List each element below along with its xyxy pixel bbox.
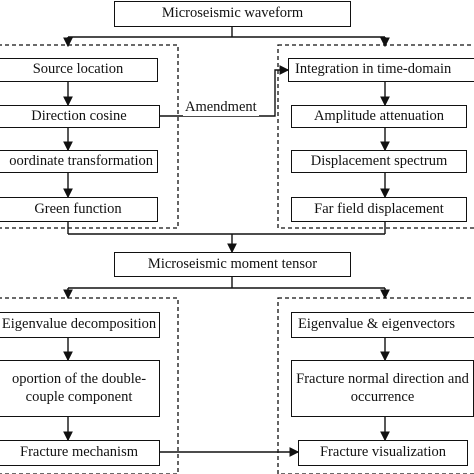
fracture-visualization-box: Fracture visualization [298,440,468,466]
fracture-normal-direction-box: Fracture normal direction and occurrence [291,360,474,417]
coordinate-transformation-box: oordinate transformation [0,150,158,173]
microseismic-waveform-box: Microseismic waveform [114,1,351,27]
moment-tensor-box: Microseismic moment tensor [114,252,351,277]
displacement-spectrum-box: Displacement spectrum [291,150,467,173]
amplitude-attenuation-box: Amplitude attenuation [291,105,467,128]
amendment-label: Amendment [183,99,259,116]
integration-box: Integration in time-domain [288,58,474,82]
eigenvalue-decomposition-box: Eigenvalue decomposition [0,312,160,338]
bottom-right-group-border [277,297,474,474]
green-function-box: Green function [0,197,158,222]
bottom-left-group-border [0,297,179,474]
right-group-border [277,44,474,229]
fracture-mechanism-box: Fracture mechanism [0,440,160,466]
source-location-box: Source location [0,58,158,82]
far-field-displacement-box: Far field displacement [291,197,467,222]
direction-cosine-box: Direction cosine [0,105,160,128]
proportion-double-couple-box: oportion of the double-couple component [0,360,160,417]
eigenvalue-eigenvectors-box: Eigenvalue & eigenvectors [291,312,474,338]
amendment-connector [160,65,290,117]
